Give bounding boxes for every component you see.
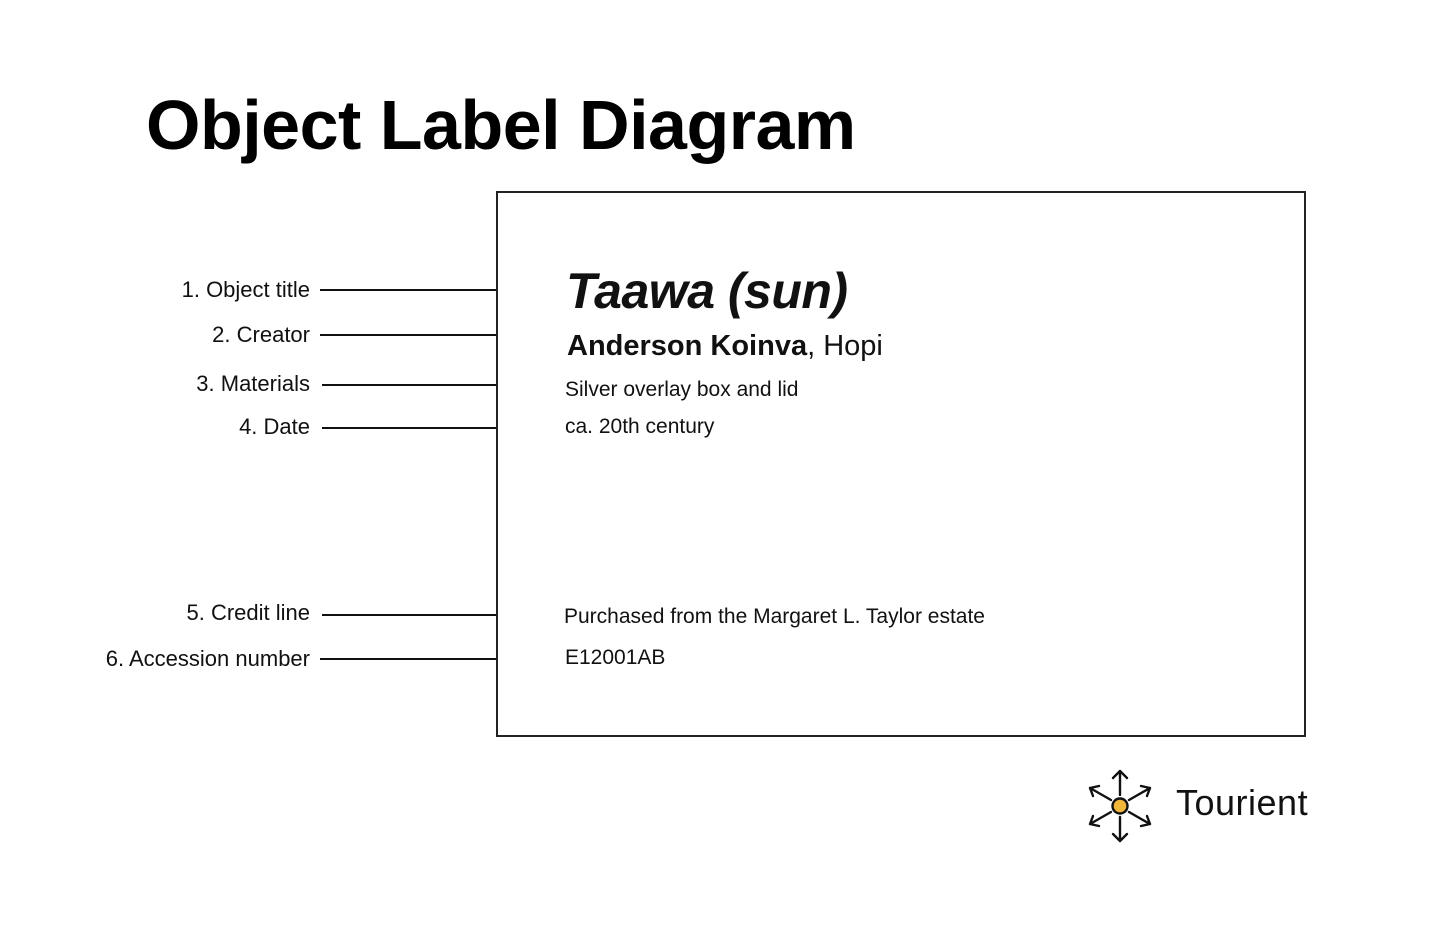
object-title: Taawa (sun) [566,263,848,319]
object-label-card: Taawa (sun) Anderson Koinva, Hopi Silver… [496,191,1306,737]
leader-line-materials [322,384,529,386]
callout-credit-line: 5. Credit line [186,600,310,625]
brand-name: Tourient [1176,782,1309,823]
object-materials: Silver overlay box and lid [565,378,799,401]
callout-creator: 2. Creator [212,322,310,347]
callout-date: 4. Date [239,414,310,439]
callout-object-title: 1. Object title [181,277,310,302]
leader-line-accession-number [320,658,529,660]
creator-name: Anderson Koinva [567,330,808,362]
leader-line-date [322,427,528,429]
leader-line-creator [320,334,529,336]
leader-line-credit-line [322,614,528,616]
object-creator: Anderson Koinva, Hopi [567,329,883,363]
compass-arrows-icon [1088,769,1152,843]
page-title: Object Label Diagram [146,86,856,164]
creator-affiliation: , Hopi [807,330,883,362]
object-date: ca. 20th century [565,415,715,438]
callout-accession-number: 6. Accession number [105,646,310,671]
leader-line-object-title [320,289,531,291]
object-accession-number: E12001AB [565,646,666,669]
callout-materials: 3. Materials [196,371,310,396]
object-credit-line: Purchased from the Margaret L. Taylor es… [564,605,985,628]
